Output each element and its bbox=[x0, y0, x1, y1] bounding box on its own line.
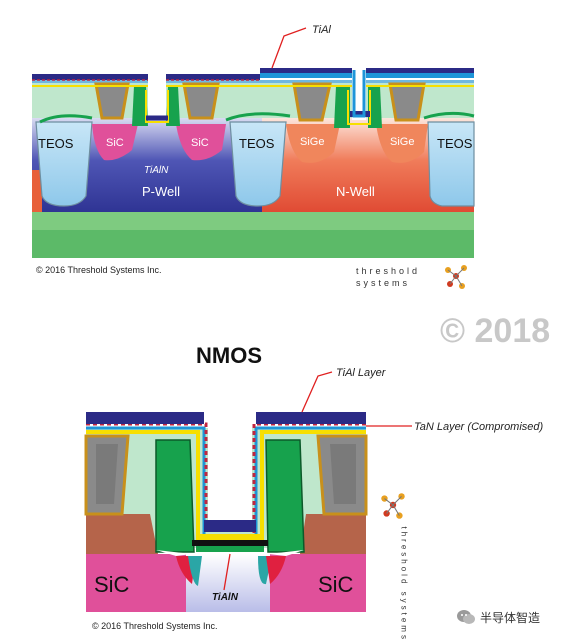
teos-label-2: TEOS bbox=[239, 136, 275, 151]
top-metal-right-a bbox=[260, 68, 352, 73]
nmos-title: NMOS bbox=[196, 343, 262, 368]
bottom-logo-text: threshold systems bbox=[399, 526, 409, 642]
yellow-liner-2 bbox=[145, 90, 169, 123]
silicide-right bbox=[300, 514, 366, 554]
substrate-dark bbox=[32, 230, 474, 258]
gate-metal-plug bbox=[204, 520, 256, 532]
tan-dashed-left bbox=[86, 422, 208, 540]
gate-spacer-pmos-right bbox=[368, 86, 382, 128]
tial-liner-pmos bbox=[352, 70, 366, 118]
gate-trench bbox=[208, 428, 252, 520]
top-cross-section-diagram: TiAl TEOS TEOS TEOS SiC SiC SiGe SiGe Ti… bbox=[32, 24, 475, 258]
ild-top-line bbox=[32, 80, 474, 83]
gate-spacer-right bbox=[265, 439, 305, 553]
teos-label-1: TEOS bbox=[38, 136, 74, 151]
bottom-logo: threshold systems bbox=[376, 490, 412, 642]
sic-label-right: SiC bbox=[318, 572, 354, 597]
contact-left-inner bbox=[96, 444, 118, 504]
contact-1 bbox=[94, 82, 130, 120]
tialn-callout-line bbox=[223, 553, 231, 591]
liner-wave-2 bbox=[225, 112, 291, 122]
gate-layer-yellow bbox=[196, 534, 264, 540]
sige-label-1: SiGe bbox=[300, 136, 324, 148]
top-copyright: © 2016 Threshold Systems Inc. bbox=[36, 265, 162, 275]
tan-layer-label: TaN Layer (Compromised) bbox=[414, 421, 544, 433]
gate-spacer-nmos-left bbox=[132, 86, 148, 126]
yellow-liner-left bbox=[86, 430, 200, 548]
spacer-foot-right bbox=[268, 550, 304, 556]
top-logo-text-1: threshold bbox=[356, 266, 421, 276]
tial-layer-callout-line bbox=[301, 371, 333, 413]
bottom-nmos-diagram: TiAl Layer TaN Layer (Compromised) SiC S… bbox=[84, 367, 544, 612]
sige-label-2: SiGe bbox=[390, 136, 414, 148]
molecule-logo-icon-bottom bbox=[381, 493, 405, 519]
tial-liner-right bbox=[254, 426, 366, 542]
yellow-liner-right bbox=[260, 430, 366, 548]
channel-region bbox=[186, 554, 270, 612]
contact-4 bbox=[388, 82, 426, 122]
teos-block-3 bbox=[427, 121, 475, 207]
tialn-label-bottom: TiAlN bbox=[212, 592, 239, 603]
gate-spacer-pmos-left bbox=[334, 86, 350, 128]
tial-top-left bbox=[86, 412, 204, 424]
tial-top-right bbox=[256, 412, 366, 424]
tial-liner-left bbox=[86, 426, 206, 542]
sic-label-1: SiC bbox=[106, 137, 124, 149]
gate-layer-green bbox=[196, 546, 264, 552]
liner-wave-3 bbox=[423, 111, 475, 120]
top-logo-text-2: systems bbox=[356, 278, 411, 288]
tial-layer-label: TiAl Layer bbox=[336, 367, 387, 379]
teos-block-2 bbox=[229, 121, 287, 207]
tial-callout-line bbox=[271, 27, 307, 69]
sic-right bbox=[176, 124, 226, 161]
gate-trench-nmos bbox=[148, 74, 166, 120]
sic-label-2: SiC bbox=[191, 137, 209, 149]
contact-right-inner bbox=[330, 444, 356, 504]
molecule-logo-icon bbox=[445, 265, 467, 289]
contact-3 bbox=[292, 82, 332, 122]
tialn-label-top: TiAlN bbox=[144, 165, 169, 176]
watermark-2018: © 2018 bbox=[440, 312, 551, 350]
gate-spacer-nmos-right bbox=[166, 86, 180, 126]
top-metal-right-b bbox=[366, 68, 474, 73]
silicide-left bbox=[86, 514, 158, 554]
gate-spacer-left bbox=[155, 439, 195, 553]
sic-left-region bbox=[86, 554, 186, 612]
teos-label-3: TEOS bbox=[437, 136, 473, 151]
contact-2 bbox=[182, 82, 220, 120]
top-logo: threshold systems bbox=[352, 262, 472, 294]
teos-blocks bbox=[35, 121, 475, 207]
sige-right bbox=[376, 124, 428, 163]
sic-label-left: SiC bbox=[94, 572, 130, 597]
wechat-account-name: 半导体智造 bbox=[480, 610, 541, 625]
sic-left bbox=[92, 124, 138, 161]
top-metal-left-b bbox=[166, 74, 260, 80]
tial-callout-label: TiAl bbox=[312, 24, 331, 36]
top-metal-left-a bbox=[32, 74, 148, 80]
wechat-badge[interactable]: 半导体智造 bbox=[456, 606, 540, 628]
gate-layer-black bbox=[192, 540, 268, 546]
sige-left bbox=[286, 124, 340, 163]
liner-wave-1 bbox=[39, 114, 93, 124]
yellow-liner-3 bbox=[347, 90, 371, 125]
pwell-label: P-Well bbox=[142, 184, 180, 199]
wechat-icon bbox=[457, 610, 475, 624]
junction-right-red bbox=[266, 556, 286, 584]
teos-block-1 bbox=[35, 121, 93, 207]
orange-edge-left bbox=[32, 170, 42, 212]
sic-right-region bbox=[270, 554, 366, 612]
bottom-copyright: © 2016 Threshold Systems Inc. bbox=[92, 621, 218, 631]
spacer-foot-left bbox=[156, 550, 192, 556]
nwell-label: N-Well bbox=[336, 184, 375, 199]
junction-left-teal bbox=[188, 556, 202, 586]
